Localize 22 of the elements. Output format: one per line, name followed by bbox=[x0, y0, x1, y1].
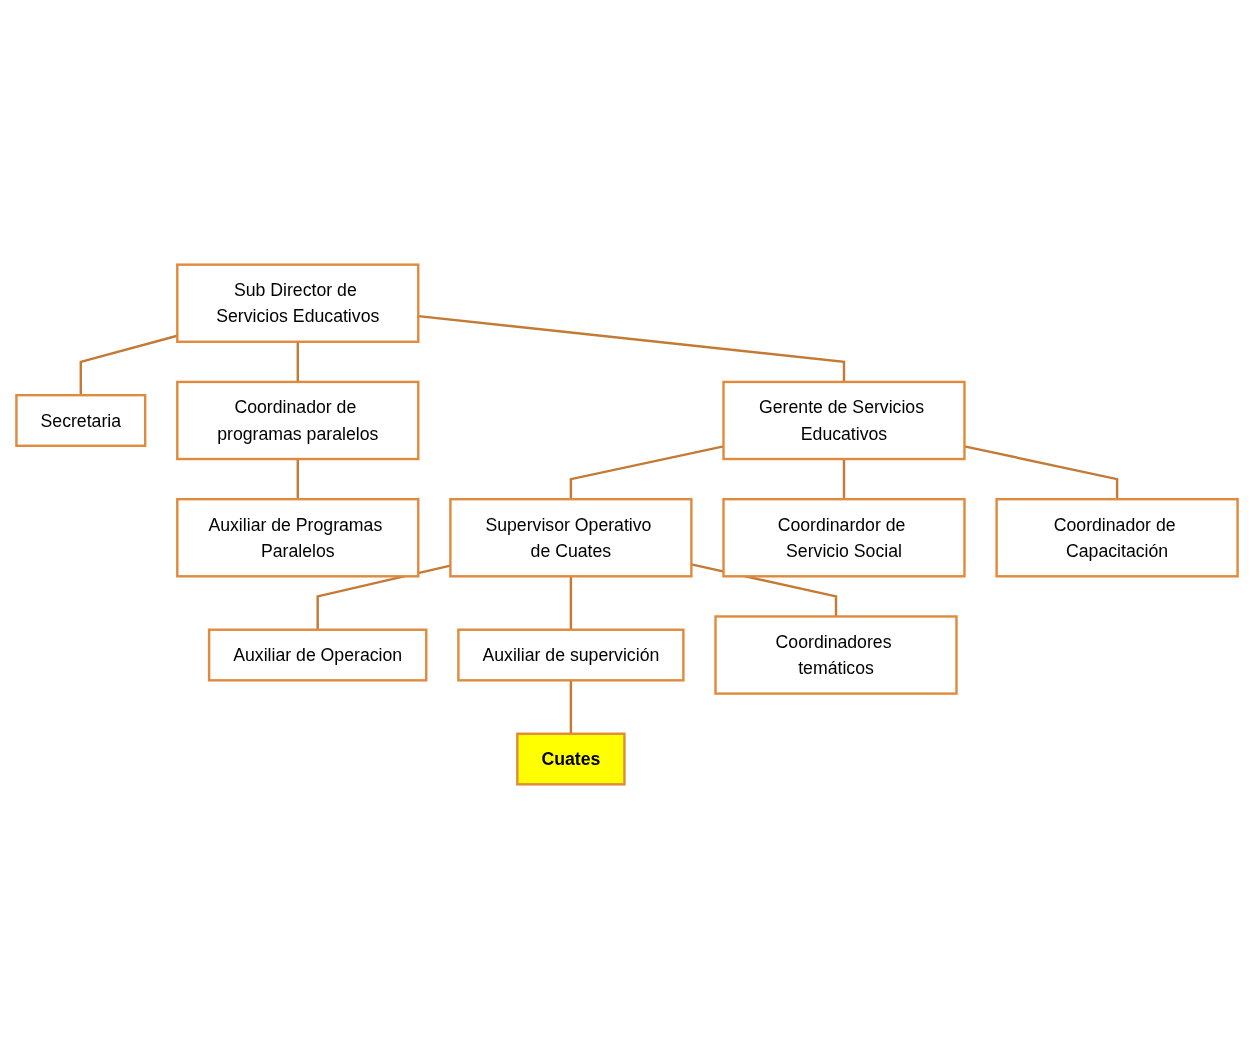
connector bbox=[842, 459, 846, 500]
connector bbox=[418, 314, 846, 382]
node-box: Auxiliar de Programas Paralelos bbox=[176, 498, 420, 578]
connector bbox=[316, 564, 451, 630]
node-box: Auxiliar de supervición bbox=[457, 628, 685, 682]
connector bbox=[569, 445, 724, 500]
connector bbox=[296, 341, 299, 382]
connector bbox=[296, 459, 299, 500]
node-box: Supervisor Operativo de Cuates bbox=[449, 498, 693, 578]
node-box: Sub Director de Servicios Educativos bbox=[176, 263, 420, 343]
node-box: Coordinadores temáticos bbox=[714, 615, 958, 695]
node-box: Gerente de Servicios Educativos bbox=[722, 380, 966, 461]
connector bbox=[569, 680, 573, 734]
node-box: Coordinador de Capacitación bbox=[995, 498, 1239, 578]
connector bbox=[79, 334, 178, 396]
node-box: Coordinardor de Servicio Social bbox=[722, 498, 966, 578]
connector bbox=[964, 445, 1119, 500]
node-box: Auxiliar de Operacion bbox=[207, 628, 428, 682]
node-box: Secretaria bbox=[15, 393, 147, 447]
connector bbox=[569, 576, 573, 630]
node-box: Coordinador de programas paralelos bbox=[176, 380, 420, 461]
node-box: Cuates bbox=[516, 732, 626, 786]
